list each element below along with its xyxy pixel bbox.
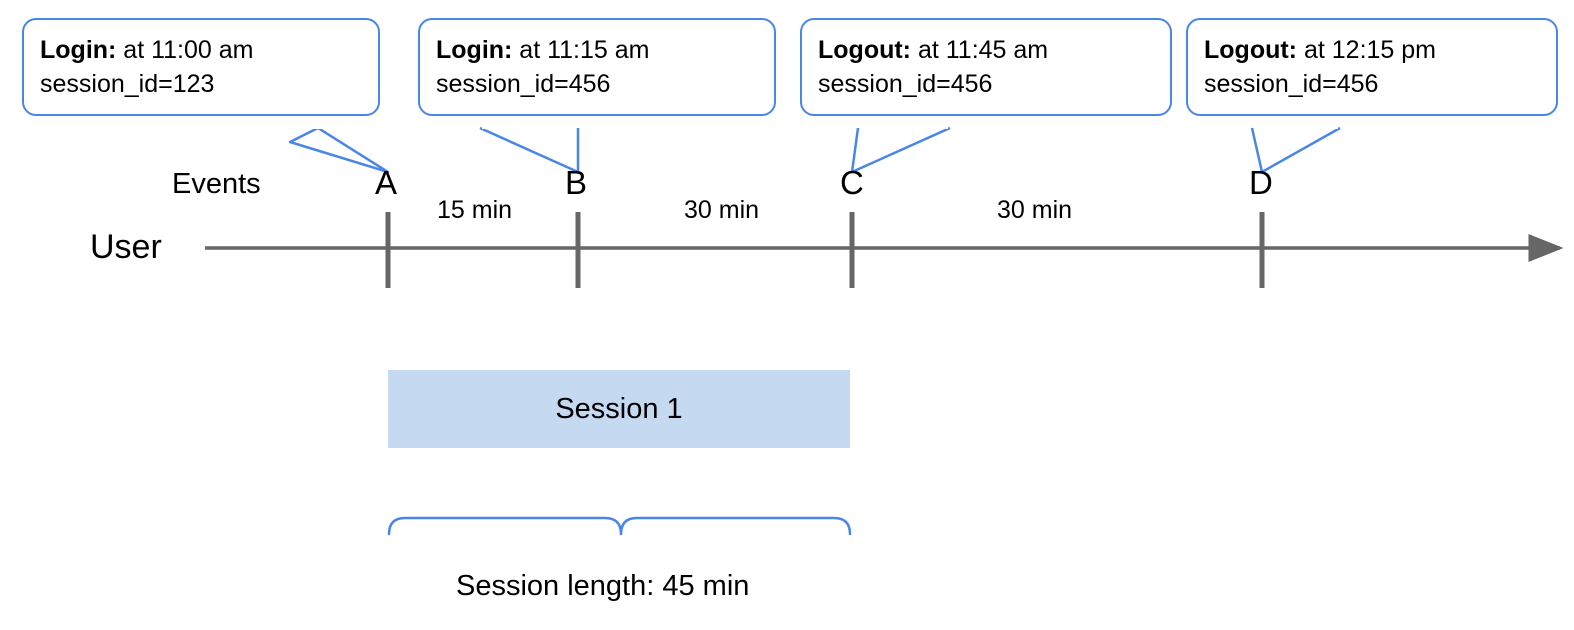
callout-c-event: Logout: [818,36,912,64]
session-bar[interactable]: Session 1 [388,370,850,448]
callout-b-session: session_id=456 [436,69,611,98]
session-length-brace [387,516,852,536]
session-length-caption: Session length: 45 min [456,570,750,602]
callout-d-event: Logout: [1204,36,1298,64]
callout-c[interactable]: Logout: at 11:45 am session_id=456 [800,18,1172,116]
callout-a-event: Login: [40,36,117,64]
lane-label-user: User [90,228,162,266]
interval-label-cd: 30 min [997,196,1073,224]
lane-label-events: Events [172,168,261,200]
callout-c-session: session_id=456 [818,69,993,98]
event-label-b: B [565,164,588,201]
callout-d[interactable]: Logout: at 12:15 pm session_id=456 [1186,18,1558,116]
event-label-d: D [1249,164,1273,201]
callout-a-session: session_id=123 [40,69,215,98]
session-bar-label: Session 1 [555,392,683,425]
callout-b[interactable]: Login: at 11:15 am session_id=456 [418,18,776,116]
callout-c-time: at 11:45 am [911,36,1049,64]
event-label-c: C [840,164,864,201]
callout-b-time: at 11:15 am [512,36,650,64]
interval-label-ab: 15 min [437,196,513,224]
callout-tail-b [479,126,580,174]
callout-tail-c [850,126,951,174]
callout-a-time: at 11:00 am [116,36,254,64]
callout-d-session: session_id=456 [1204,69,1379,98]
event-label-a: A [375,164,398,201]
interval-label-bc: 30 min [684,196,760,224]
callout-a[interactable]: Login: at 11:00 am session_id=123 [22,18,380,116]
callout-d-time: at 12:15 pm [1297,36,1436,64]
callout-tail-a [288,126,390,174]
callout-b-event: Login: [436,36,513,64]
